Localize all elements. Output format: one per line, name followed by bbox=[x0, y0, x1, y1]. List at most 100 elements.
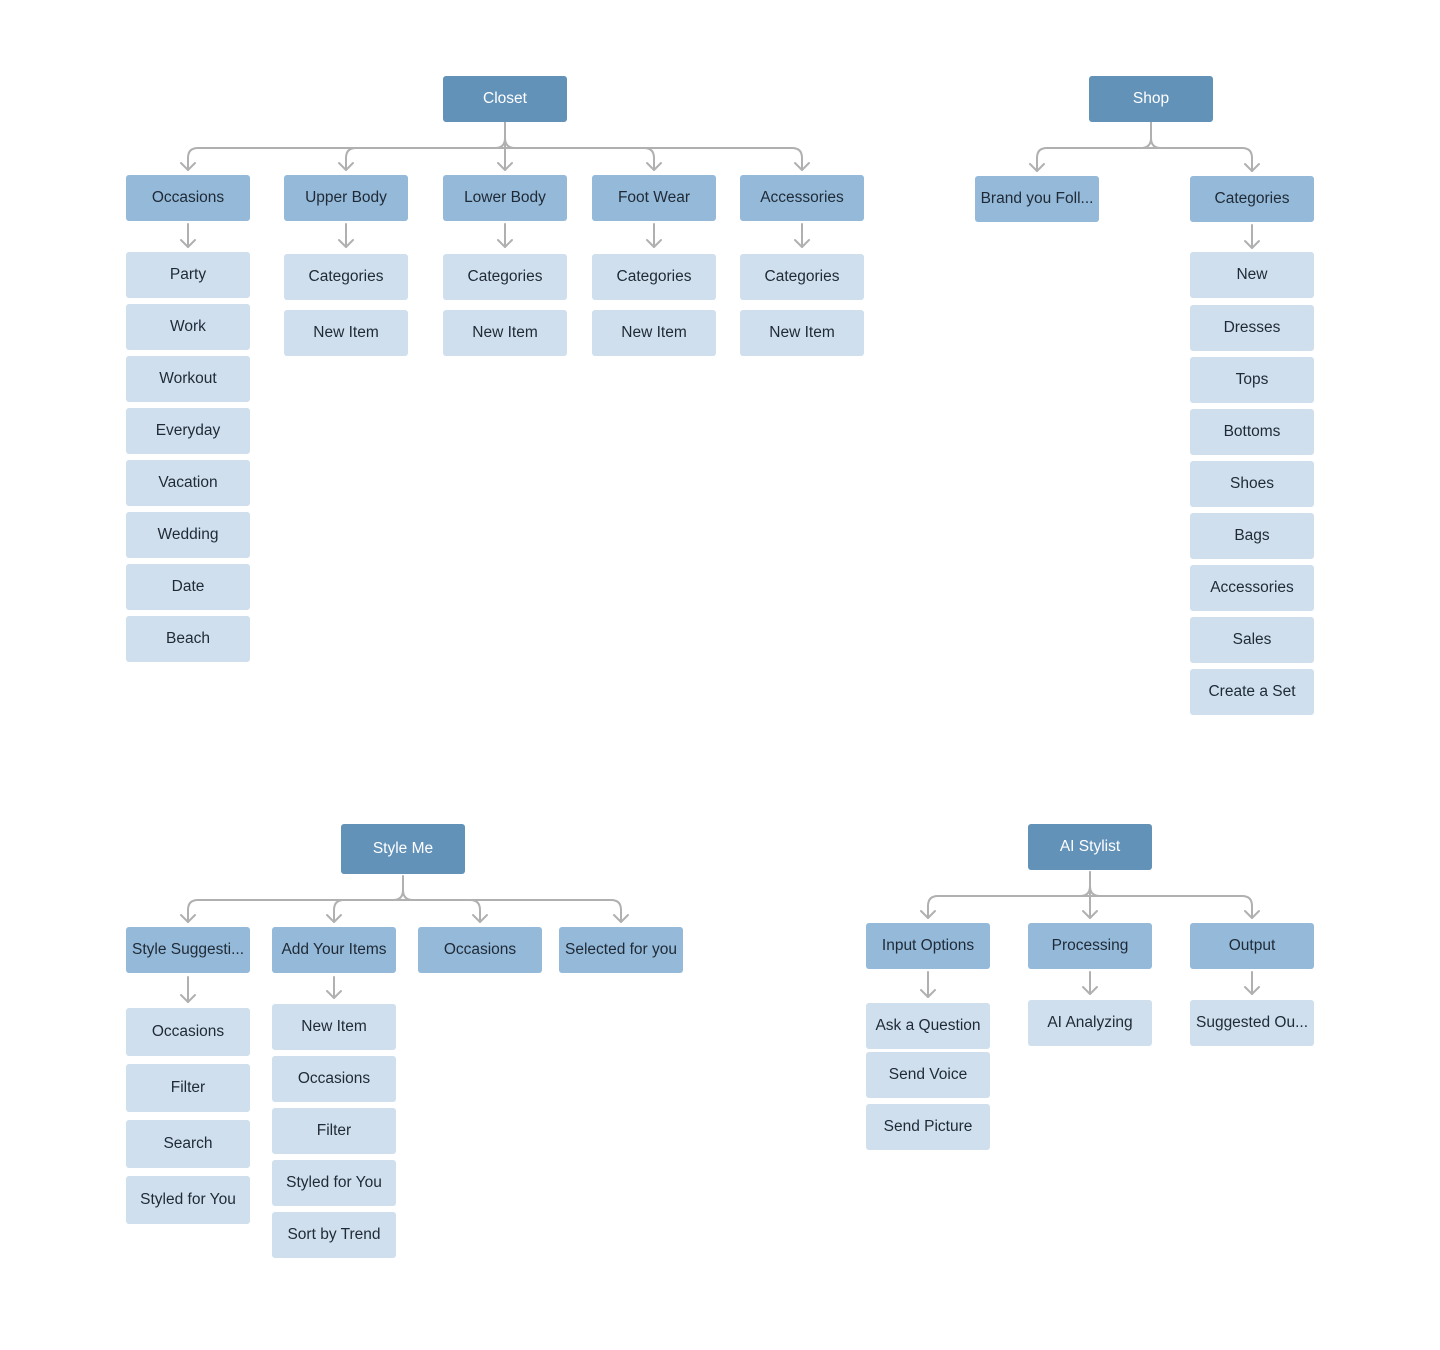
connector-trunk bbox=[504, 137, 516, 149]
connector-branch bbox=[927, 895, 1091, 919]
closet-foot-wear-categories[interactable]: Categories bbox=[592, 254, 716, 300]
arrowhead bbox=[794, 162, 810, 171]
closet-occasions[interactable]: Occasions bbox=[126, 175, 250, 221]
add-items-occasions[interactable]: Occasions bbox=[272, 1056, 396, 1102]
arrowhead bbox=[180, 994, 196, 1003]
connector-branch bbox=[345, 147, 506, 171]
closet-occasion-party[interactable]: Party bbox=[126, 252, 250, 298]
closet-foot-wear[interactable]: Foot Wear bbox=[592, 175, 716, 221]
style-suggestion-search[interactable]: Search bbox=[126, 1120, 250, 1168]
closet-accessories[interactable]: Accessories bbox=[740, 175, 864, 221]
connector-branch bbox=[504, 147, 803, 171]
arrowhead bbox=[180, 914, 196, 923]
connector-branch bbox=[504, 147, 655, 171]
ai-stylist-processing[interactable]: Processing bbox=[1028, 923, 1152, 969]
style-suggestion-styled-for-you[interactable]: Styled for You bbox=[126, 1176, 250, 1224]
arrowhead bbox=[646, 162, 662, 171]
connector-trunk bbox=[494, 121, 506, 149]
arrowhead bbox=[180, 239, 196, 248]
connector-trunk bbox=[1150, 137, 1162, 149]
shop-category-create-a-set[interactable]: Create a Set bbox=[1190, 669, 1314, 715]
shop-brand-you-follow[interactable]: Brand you Foll... bbox=[975, 176, 1099, 222]
shop-category-shoes[interactable]: Shoes bbox=[1190, 461, 1314, 507]
shop-root[interactable]: Shop bbox=[1089, 76, 1213, 122]
ai-stylist-root[interactable]: AI Stylist bbox=[1028, 824, 1152, 870]
arrowhead bbox=[338, 162, 354, 171]
shop-categories[interactable]: Categories bbox=[1190, 176, 1314, 222]
connector-branch bbox=[187, 147, 506, 171]
shop-category-accessories[interactable]: Accessories bbox=[1190, 565, 1314, 611]
arrowhead bbox=[1244, 240, 1260, 249]
shop-category-tops[interactable]: Tops bbox=[1190, 357, 1314, 403]
style-me-selected-for-you[interactable]: Selected for you bbox=[559, 927, 683, 973]
arrowhead bbox=[1244, 163, 1260, 172]
closet-lower-body[interactable]: Lower Body bbox=[443, 175, 567, 221]
closet-foot-wear-new-item[interactable]: New Item bbox=[592, 310, 716, 356]
connector-branch bbox=[187, 899, 404, 923]
closet-root[interactable]: Closet bbox=[443, 76, 567, 122]
add-items-styled-for-you[interactable]: Styled for You bbox=[272, 1160, 396, 1206]
closet-occasion-wedding[interactable]: Wedding bbox=[126, 512, 250, 558]
output-suggested-outfit[interactable]: Suggested Ou... bbox=[1190, 1000, 1314, 1046]
style-me-root[interactable]: Style Me bbox=[341, 824, 465, 874]
arrowhead bbox=[794, 239, 810, 248]
closet-upper-body-new-item[interactable]: New Item bbox=[284, 310, 408, 356]
ai-stylist-input-options[interactable]: Input Options bbox=[866, 923, 990, 969]
add-items-new-item[interactable]: New Item bbox=[272, 1004, 396, 1050]
shop-category-new[interactable]: New bbox=[1190, 252, 1314, 298]
arrowhead bbox=[646, 239, 662, 248]
arrowhead bbox=[338, 239, 354, 248]
closet-accessories-new-item[interactable]: New Item bbox=[740, 310, 864, 356]
closet-occasion-everyday[interactable]: Everyday bbox=[126, 408, 250, 454]
shop-category-bags[interactable]: Bags bbox=[1190, 513, 1314, 559]
arrowhead bbox=[497, 239, 513, 248]
style-me-style-suggestions[interactable]: Style Suggesti... bbox=[126, 927, 250, 973]
connector-branch bbox=[402, 899, 481, 923]
closet-occasion-vacation[interactable]: Vacation bbox=[126, 460, 250, 506]
input-ask-a-question[interactable]: Ask a Question bbox=[866, 1003, 990, 1049]
ai-stylist-output[interactable]: Output bbox=[1190, 923, 1314, 969]
arrowhead bbox=[920, 989, 936, 998]
connector-trunk bbox=[1079, 871, 1091, 897]
arrowhead bbox=[920, 910, 936, 919]
closet-upper-body[interactable]: Upper Body bbox=[284, 175, 408, 221]
closet-accessories-categories[interactable]: Categories bbox=[740, 254, 864, 300]
closet-lower-body-new-item[interactable]: New Item bbox=[443, 310, 567, 356]
closet-upper-body-categories[interactable]: Categories bbox=[284, 254, 408, 300]
arrowhead bbox=[472, 914, 488, 923]
closet-occasion-beach[interactable]: Beach bbox=[126, 616, 250, 662]
connector-trunk bbox=[392, 875, 404, 901]
arrowhead bbox=[180, 162, 196, 171]
shop-category-dresses[interactable]: Dresses bbox=[1190, 305, 1314, 351]
style-me-add-your-items[interactable]: Add Your Items bbox=[272, 927, 396, 973]
shop-category-bottoms[interactable]: Bottoms bbox=[1190, 409, 1314, 455]
style-me-occasions[interactable]: Occasions bbox=[418, 927, 542, 973]
processing-ai-analyzing[interactable]: AI Analyzing bbox=[1028, 1000, 1152, 1046]
arrowhead bbox=[1082, 910, 1098, 919]
style-suggestion-filter[interactable]: Filter bbox=[126, 1064, 250, 1112]
arrowhead bbox=[1244, 986, 1260, 995]
connector-trunk bbox=[1140, 121, 1152, 149]
connector-branch bbox=[1089, 895, 1253, 919]
add-items-filter[interactable]: Filter bbox=[272, 1108, 396, 1154]
connector-branch bbox=[333, 899, 404, 923]
add-items-sort-by-trend[interactable]: Sort by Trend bbox=[272, 1212, 396, 1258]
closet-occasion-work[interactable]: Work bbox=[126, 304, 250, 350]
arrowhead bbox=[1244, 910, 1260, 919]
arrowhead bbox=[497, 162, 513, 171]
connector-trunk bbox=[402, 889, 414, 901]
connector-branch bbox=[1150, 147, 1253, 172]
arrowhead bbox=[613, 914, 629, 923]
closet-lower-body-categories[interactable]: Categories bbox=[443, 254, 567, 300]
input-send-voice[interactable]: Send Voice bbox=[866, 1052, 990, 1098]
connector-branch bbox=[402, 899, 622, 923]
closet-occasion-date[interactable]: Date bbox=[126, 564, 250, 610]
arrowhead bbox=[1082, 986, 1098, 995]
arrowhead bbox=[326, 914, 342, 923]
connector-branch bbox=[1036, 147, 1152, 172]
closet-occasion-workout[interactable]: Workout bbox=[126, 356, 250, 402]
input-send-picture[interactable]: Send Picture bbox=[866, 1104, 990, 1150]
style-suggestion-occasions[interactable]: Occasions bbox=[126, 1008, 250, 1056]
shop-category-sales[interactable]: Sales bbox=[1190, 617, 1314, 663]
connector-trunk bbox=[1089, 885, 1101, 897]
